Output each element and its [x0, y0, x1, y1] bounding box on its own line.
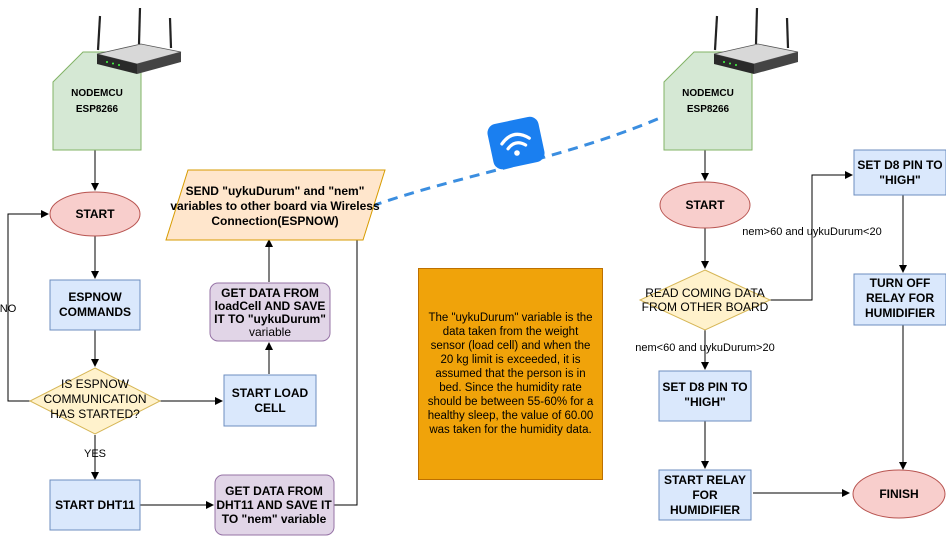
espnow-label-1: ESPNOW [68, 290, 122, 304]
get-loadcell-data-node: GET DATA FROM loadCell AND SAVE IT TO "u… [209, 282, 331, 342]
explanation-note: The "uykuDurum" variable is the data tak… [418, 268, 603, 480]
left-board-label-1: NODEMCU [71, 88, 123, 99]
edge-read-to-sethigh-top [770, 171, 853, 301]
right-start-label: START [685, 198, 725, 212]
send-label-1: SEND "uykuDurum" and "nem" [186, 184, 365, 198]
finish-label: FINISH [879, 487, 918, 501]
get-dht-data-node: GET DATA FROM DHT11 AND SAVE IT TO "nem"… [214, 474, 335, 536]
set-high-bottom-label-2: "HIGH" [684, 395, 725, 409]
start-relay-node: START RELAY FOR HUMIDIFIER [658, 469, 752, 521]
decision-label-3: HAS STARTED? [50, 407, 140, 421]
start-dht11-node: START DHT11 [49, 479, 141, 531]
get-load-label-1: GET DATA FROM [221, 286, 319, 300]
wifi-router-icon [96, 7, 182, 74]
turn-off-label-3: HUMIDIFIER [865, 306, 935, 320]
left-start-label: START [75, 207, 115, 221]
read-label-2: FROM OTHER BOARD [642, 300, 769, 314]
get-dht-label-2: DHT11 AND SAVE IT [216, 498, 332, 512]
right-flow-edges [701, 150, 907, 497]
decision-label-1: IS ESPNOW [61, 377, 130, 391]
start-relay-label-1: START RELAY [664, 473, 746, 487]
wifi-icon [487, 116, 545, 170]
edge-no-loop [7, 210, 49, 402]
right-board-label-1: NODEMCU [682, 88, 734, 99]
send-data-io-node: SEND "uykuDurum" and "nem" variables to … [165, 169, 386, 241]
turn-off-relay-node: TURN OFF RELAY FOR HUMIDIFIER [853, 273, 946, 326]
condition-high-label: nem>60 and uykuDurum<20 [742, 226, 881, 238]
yes-branch-label: YES [84, 448, 106, 460]
right-start-node: START [659, 181, 751, 229]
read-label-1: READ COMING DATA [645, 286, 765, 300]
condition-low-label: nem<60 and uykuDurum>20 [635, 342, 774, 354]
wifi-router-icon [713, 7, 799, 74]
left-board-label-2: ESP8266 [76, 104, 119, 115]
explanation-note-text: The "uykuDurum" variable is the data tak… [427, 312, 594, 436]
no-branch-label: NO [0, 303, 17, 315]
espnow-started-decision: IS ESPNOW COMMUNICATION HAS STARTED? [28, 367, 162, 435]
get-dht-label-1: GET DATA FROM [225, 484, 323, 498]
set-high-bottom-label-1: SET D8 PIN TO [662, 380, 747, 394]
right-board-label-2: ESP8266 [687, 104, 730, 115]
finish-node: FINISH [852, 469, 946, 519]
start-load-label-1: START LOAD [232, 386, 309, 400]
edge-getdht-to-send [334, 226, 361, 506]
get-load-label-4: variable [249, 325, 291, 339]
start-dht11-label: START DHT11 [55, 498, 135, 512]
read-data-decision: READ COMING DATA FROM OTHER BOARD [638, 269, 772, 331]
get-load-label-3: IT TO "uykuDurum" [214, 312, 326, 326]
start-load-label-2: CELL [254, 401, 285, 415]
espnow-commands-node: ESPNOW COMMANDS [49, 279, 141, 331]
espnow-label-2: COMMANDS [59, 305, 131, 319]
get-dht-label-3: TO "nem" variable [222, 512, 327, 526]
right-board: NODEMCU ESP8266 [663, 51, 753, 151]
send-label-2: variables to other board via Wireless [170, 199, 380, 213]
turn-off-label-1: TURN OFF [870, 276, 931, 290]
set-high-top-label-1: SET D8 PIN TO [857, 158, 942, 172]
turn-off-label-2: RELAY FOR [866, 291, 934, 305]
send-label-3: Connection(ESPNOW) [211, 214, 338, 228]
get-load-label-2: loadCell AND SAVE [215, 299, 326, 313]
left-flow-edges [7, 150, 361, 509]
set-high-top-label-2: "HIGH" [879, 173, 920, 187]
set-d8-high-top-node: SET D8 PIN TO "HIGH" [853, 149, 946, 196]
start-relay-label-2: FOR [692, 488, 718, 502]
decision-label-2: COMMUNICATION [43, 392, 146, 406]
start-load-cell-node: START LOAD CELL [223, 374, 317, 427]
start-relay-label-3: HUMIDIFIER [670, 503, 740, 517]
left-start-node: START [49, 191, 141, 237]
set-d8-high-bottom-node: SET D8 PIN TO "HIGH" [658, 370, 752, 422]
